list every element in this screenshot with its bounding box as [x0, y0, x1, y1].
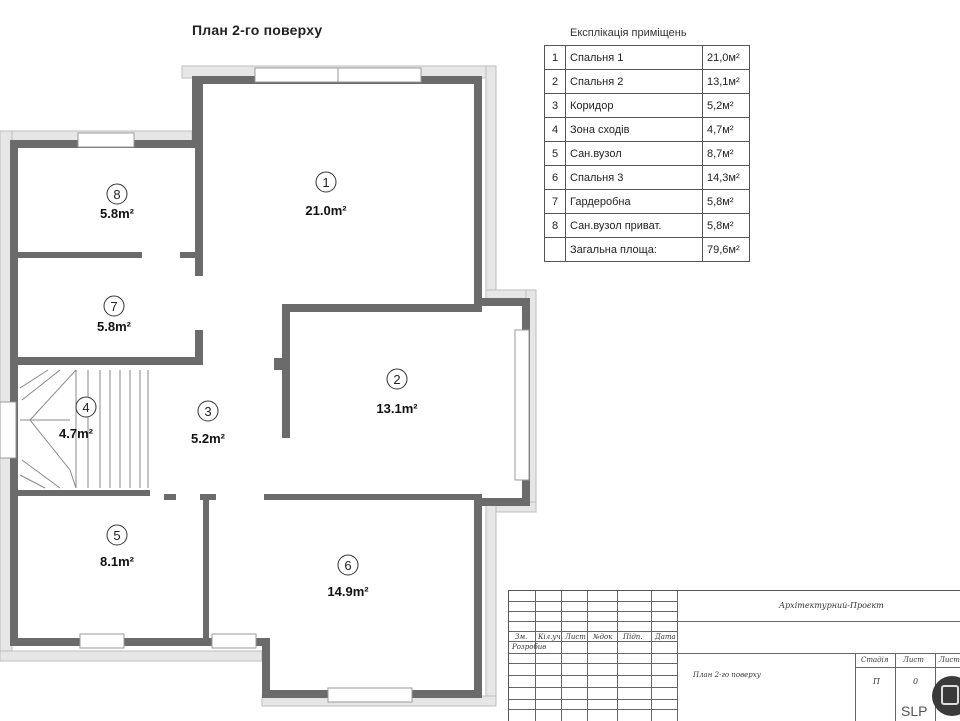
room-area: 5.8m²: [97, 319, 132, 334]
stamp-stage: П: [873, 677, 880, 686]
stamp-sheet-label: Лист: [903, 656, 924, 664]
room-number: 7: [110, 299, 117, 314]
explication-cell-n: 4: [544, 117, 566, 142]
explication-total-label: Загальна площа:: [565, 237, 703, 262]
explication-cell-name: Зона сходів: [565, 117, 703, 142]
stamp-sheet-title: План 2-го поверху: [693, 671, 761, 679]
staircase: [19, 369, 149, 489]
stamp-sheet: 0: [913, 677, 919, 686]
explication-cell-n: 7: [544, 189, 566, 214]
windows: [0, 67, 530, 703]
explication-cell-n: 8: [544, 213, 566, 238]
room-6-label: 6 14.9m²: [327, 554, 369, 599]
explication-cell-area: 14,3м²: [702, 165, 750, 190]
stamp-header: Лист: [565, 633, 586, 641]
explication-total-area: 79,6м²: [702, 237, 750, 262]
explication-cell-area: 5,8м²: [702, 213, 750, 238]
explication-cell-name: Сан.вузол: [565, 141, 703, 166]
stamp-header: Дата: [655, 633, 676, 641]
room-number: 3: [204, 404, 211, 419]
room-7-label: 7 5.8m²: [97, 295, 132, 334]
title-block: Архітектурний-Проєкт Зм. Кіл.уч. Лист №д…: [508, 590, 960, 721]
stamp-header: Кіл.уч.: [538, 633, 563, 641]
room-number: 1: [322, 175, 329, 190]
stamp-header: Підп.: [623, 633, 643, 641]
stamp-header: Зм.: [515, 633, 528, 641]
explication-cell-name: Коридор: [565, 93, 703, 118]
stamp-developed: Розробив: [512, 643, 547, 651]
explication-total-row: Загальна площа:79,6м²: [544, 237, 750, 262]
interior-walls: [18, 80, 482, 642]
room-number: 8: [113, 187, 120, 202]
room-area: 14.9m²: [327, 584, 369, 599]
room-area: 5.2m²: [191, 431, 226, 446]
room-3-label: 3 5.2m²: [191, 400, 226, 446]
room-8-label: 8 5.8m²: [100, 183, 135, 221]
room-1-label: 1 21.0m²: [305, 171, 347, 218]
room-number: 5: [113, 528, 120, 543]
plan-title: План 2-го поверху: [192, 22, 323, 38]
explication-cell-name: Сан.вузол приват.: [565, 213, 703, 238]
avatar[interactable]: [932, 676, 960, 716]
room-2-label: 2 13.1m²: [376, 368, 418, 416]
stamp-stage-label: Стадія: [861, 656, 889, 664]
explication-cell-area: 5,8м²: [702, 189, 750, 214]
explication-cell-name: Спальня 3: [565, 165, 703, 190]
stamp-header: №док: [593, 633, 613, 641]
explication-cell-n: 6: [544, 165, 566, 190]
explication-caption: Експлікація приміщень: [570, 27, 687, 39]
explication-cell-area: 21,0м²: [702, 45, 750, 70]
room-number: 6: [344, 558, 351, 573]
room-area: 8.1m²: [100, 554, 135, 569]
room-area: 5.8m²: [100, 206, 135, 221]
explication-cell-empty: [544, 237, 566, 262]
facade-hatching: [0, 65, 537, 707]
explication-cell-name: Гардеробна: [565, 189, 703, 214]
explication-cell-area: 8,7м²: [702, 141, 750, 166]
explication-cell-n: 2: [544, 69, 566, 94]
room-area: 21.0m²: [305, 203, 347, 218]
room-4-label: 4 4.7m²: [59, 396, 97, 441]
explication-cell-n: 1: [544, 45, 566, 70]
room-number: 4: [82, 400, 89, 415]
explication-cell-area: 13,1м²: [702, 69, 750, 94]
stamp-project: Архітектурний-Проєкт: [779, 601, 884, 610]
room-number: 2: [393, 372, 400, 387]
room-area: 4.7m²: [59, 426, 94, 441]
explication-cell-name: Спальня 2: [565, 69, 703, 94]
explication-cell-n: 5: [544, 141, 566, 166]
document-icon: [941, 685, 959, 705]
explication-cell-name: Спальня 1: [565, 45, 703, 70]
room-area: 13.1m²: [376, 401, 418, 416]
explication-cell-n: 3: [544, 93, 566, 118]
room-5-label: 5 8.1m²: [100, 524, 135, 569]
stamp-sheets-label: Листів: [939, 656, 960, 664]
explication-cell-area: 5,2м²: [702, 93, 750, 118]
explication-cell-area: 4,7м²: [702, 117, 750, 142]
stamp-org: SLP: [901, 703, 928, 719]
